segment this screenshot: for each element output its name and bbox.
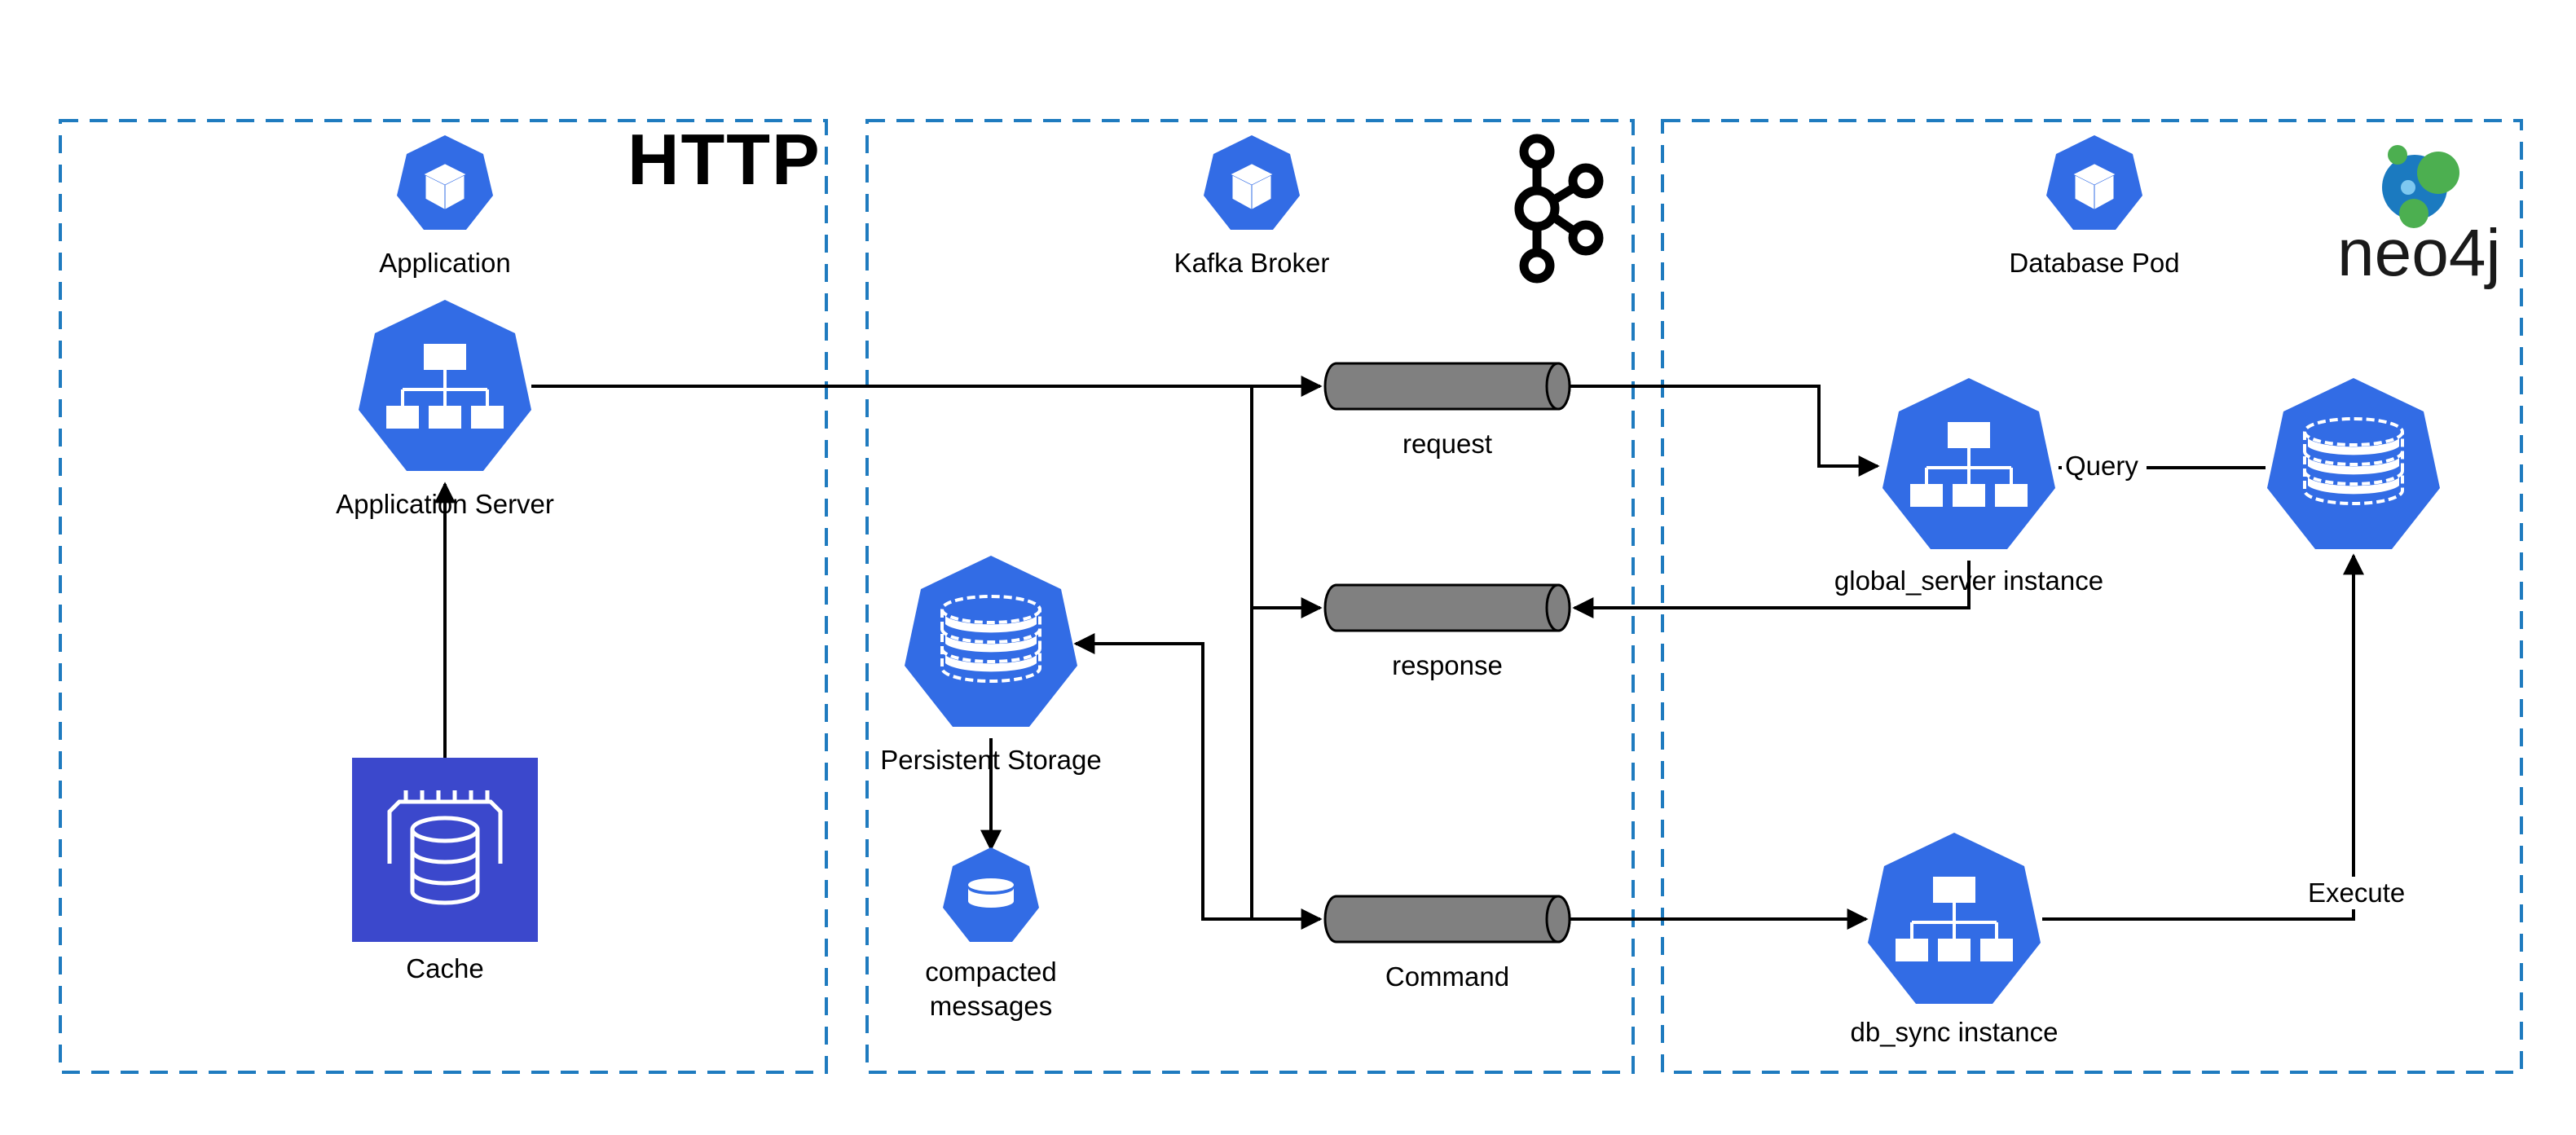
cache-icon[interactable] (352, 758, 538, 942)
database-zone (1661, 119, 2523, 1074)
response-label: response (1392, 650, 1503, 680)
request-label: request (1402, 429, 1492, 459)
connectors (434, 376, 2364, 930)
global-server-label: global_server instance (1834, 565, 2103, 596)
persistent-storage-icon[interactable] (905, 556, 1077, 727)
database-pod-icon[interactable] (2046, 135, 2142, 230)
execute-label: Execute (2308, 878, 2405, 908)
execute-label-group: Execute (2303, 877, 2406, 909)
global-server-icon[interactable] (1882, 378, 2055, 549)
application-server-icon[interactable] (359, 300, 531, 471)
cache-label: Cache (406, 953, 483, 983)
query-label: Query (2065, 451, 2138, 481)
command-label: Command (1385, 961, 1509, 992)
request-queue-icon[interactable] (1323, 362, 1571, 411)
response-queue-icon[interactable] (1323, 583, 1571, 632)
db-sync-label: db_sync instance (1851, 1017, 2059, 1047)
compacted-messages-label-line1: compacted (925, 957, 1056, 987)
query-label-group: Query (2062, 450, 2147, 482)
svg-text:neo4j: neo4j (2337, 216, 2501, 290)
application-pod-icon[interactable] (397, 135, 493, 230)
request-to-global-edge (1570, 385, 1880, 477)
global-to-response-edge (1572, 561, 1971, 618)
db-sync-icon[interactable] (1868, 833, 2041, 1004)
http-zone (59, 119, 828, 1074)
persistent-storage-label: Persistent Storage (880, 745, 1101, 775)
execute-edge (2042, 553, 2364, 921)
kafka-logo-icon (1514, 134, 1604, 284)
application-server-label: Application Server (336, 489, 554, 519)
compacted-messages-label-line2: messages (930, 991, 1052, 1021)
kafka-zone (865, 119, 1635, 1074)
application-label: Application (379, 248, 510, 278)
storage-command-edge (1073, 633, 1252, 921)
kafka-broker-label: Kafka Broker (1174, 248, 1330, 278)
database-pod-label: Database Pod (2009, 248, 2179, 278)
neo4j-database-icon[interactable] (2267, 378, 2440, 549)
neo4j-logo: neo4j (2337, 145, 2501, 290)
compacted-messages-icon[interactable] (943, 847, 1039, 942)
http-logo: HTTP (627, 119, 821, 200)
command-queue-icon[interactable] (1323, 895, 1571, 944)
kafka-broker-pod-icon[interactable] (1204, 135, 1300, 230)
